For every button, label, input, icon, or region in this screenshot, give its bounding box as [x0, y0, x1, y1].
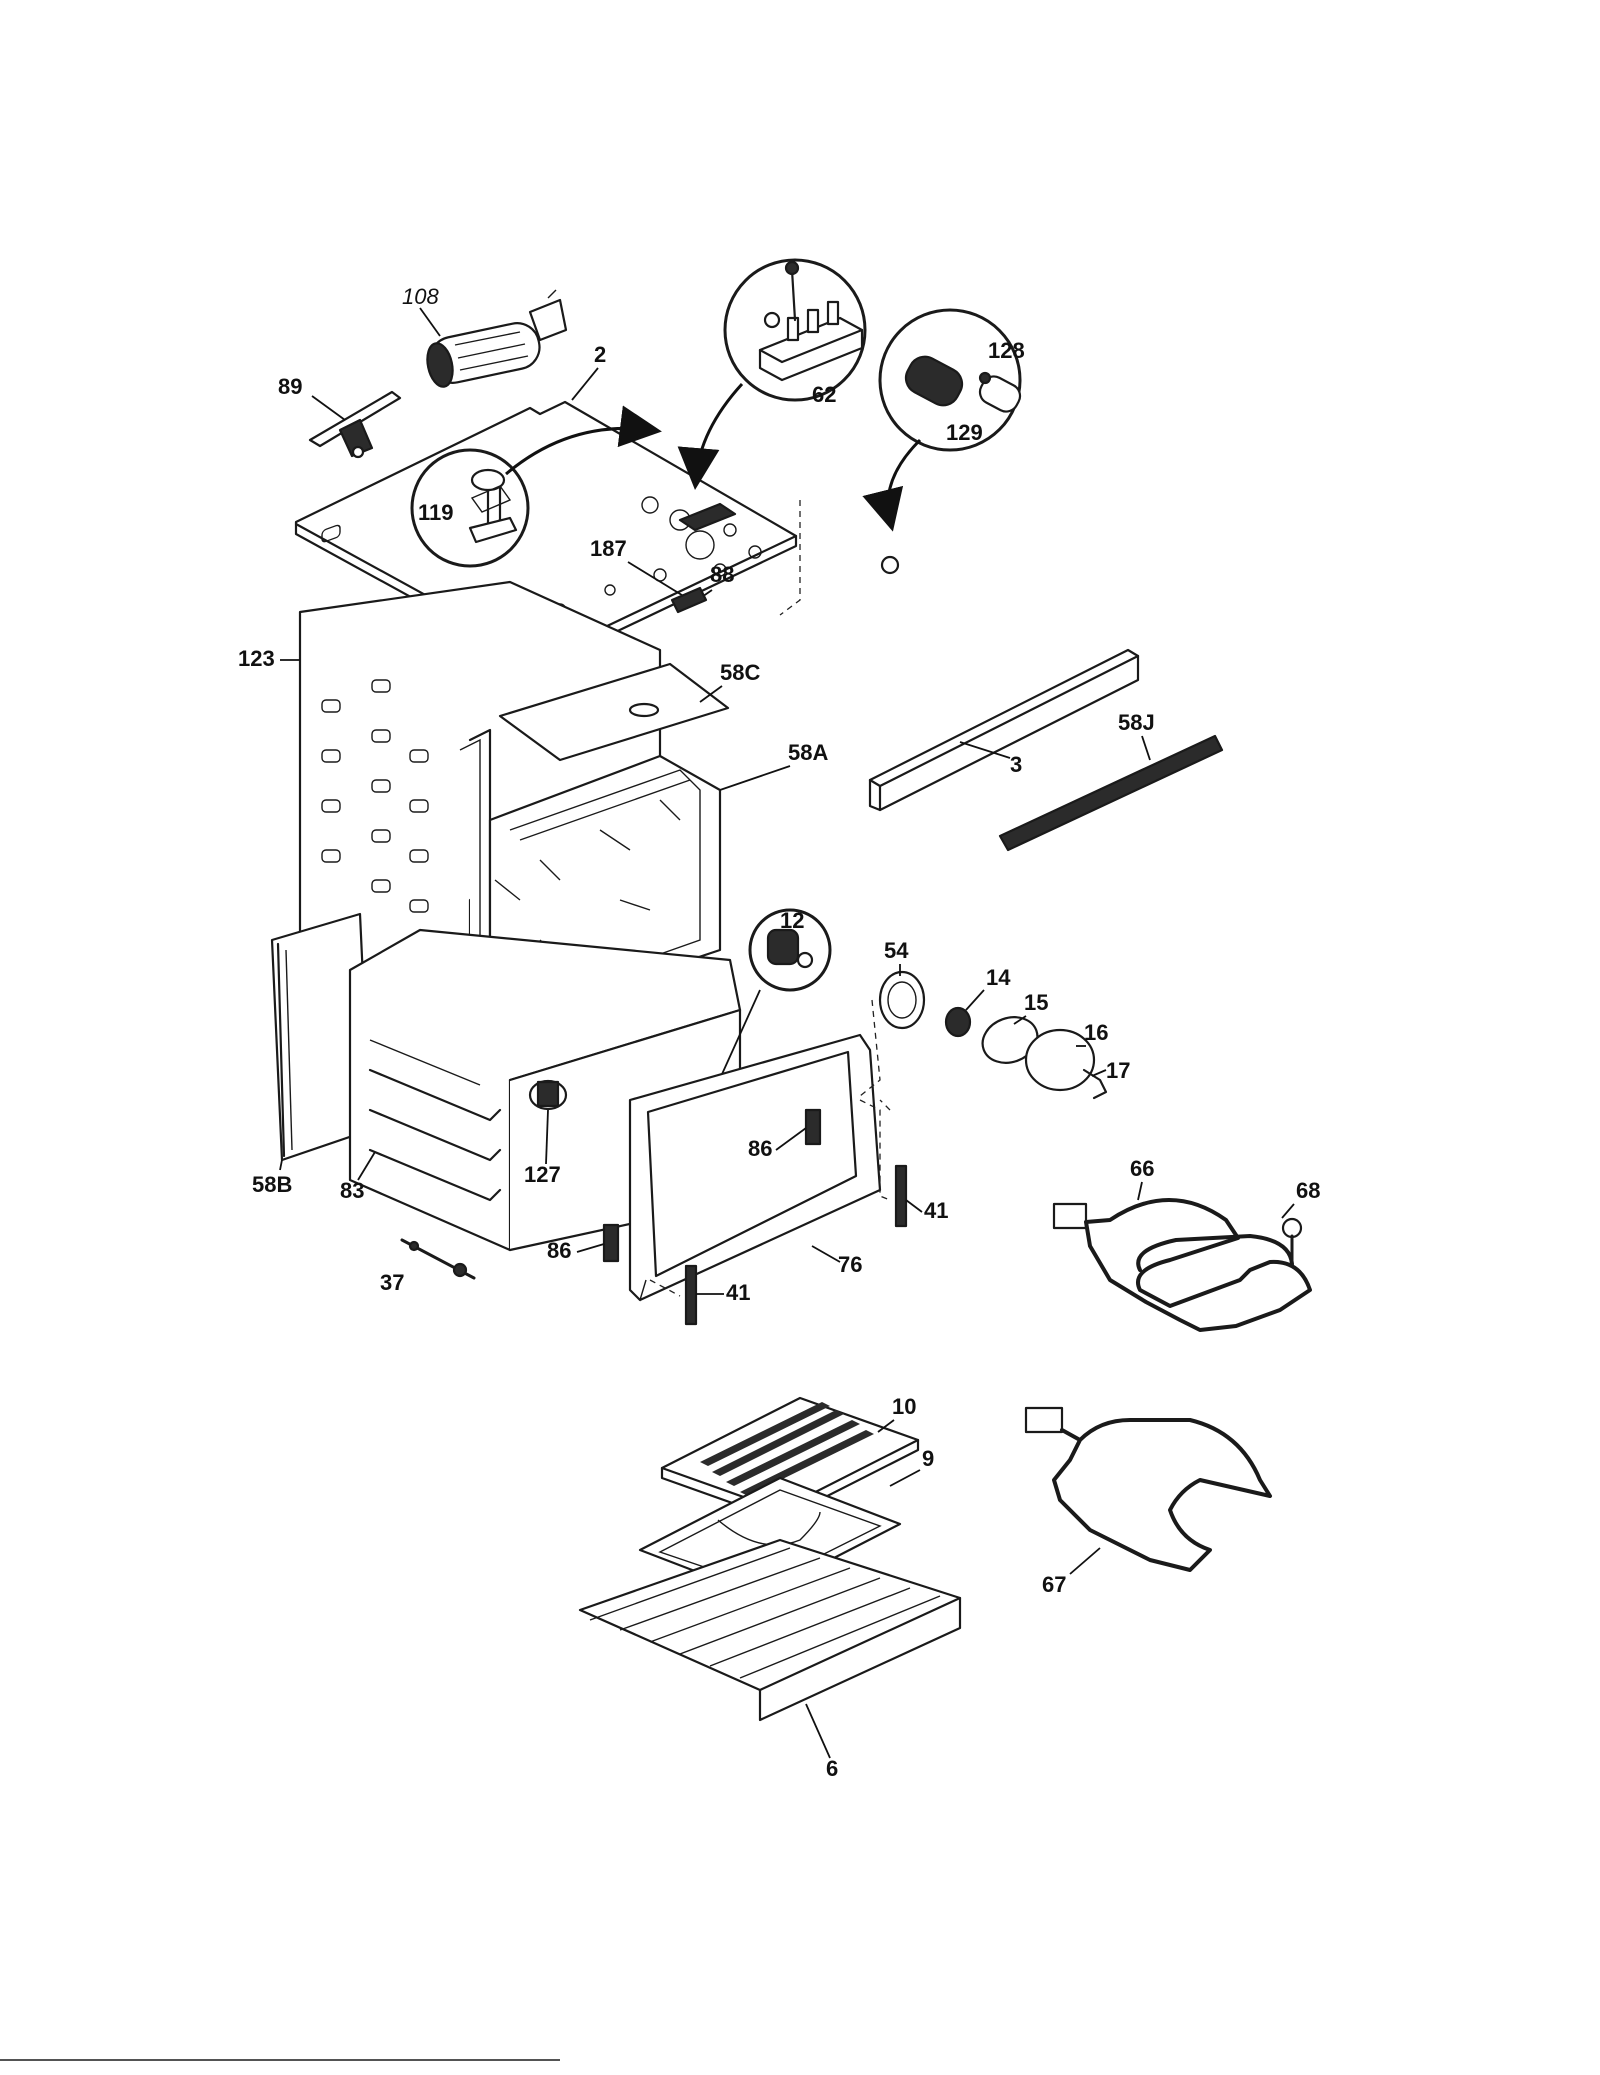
- detail-inset-12: [748, 908, 832, 992]
- oven-rack-part: [578, 1538, 962, 1722]
- callout-58J: 58J: [1118, 710, 1155, 735]
- gasket-strip-part: [998, 734, 1224, 852]
- callout-66: 66: [1130, 1156, 1154, 1181]
- callout-37: 37: [380, 1270, 404, 1295]
- callout-88: 88: [710, 562, 734, 587]
- sensor-part: [528, 1079, 568, 1111]
- hinge-part-upper: [804, 1108, 822, 1146]
- callout-41-left: 41: [726, 1280, 750, 1305]
- callout-123: 123: [238, 646, 275, 671]
- hinge-receptacle-right: [894, 1164, 908, 1228]
- callout-128: 128: [988, 338, 1025, 363]
- callout-6: 6: [826, 1756, 838, 1781]
- insulation-top-part: [498, 662, 730, 762]
- callout-127: 127: [524, 1162, 561, 1187]
- detail-inset-62: [723, 258, 867, 402]
- light-bulb-assembly: [878, 970, 1108, 1100]
- callout-108: 108: [402, 284, 439, 309]
- callout-119: 119: [418, 500, 454, 525]
- probe-part: [400, 1238, 476, 1280]
- callout-129: 129: [946, 420, 983, 445]
- hinge-receptacle-left: [684, 1264, 698, 1326]
- callout-3: 3: [1010, 752, 1022, 777]
- callout-9: 9: [922, 1446, 934, 1471]
- blower-fan-part: [426, 289, 568, 388]
- callout-83: 83: [340, 1178, 364, 1203]
- bake-element-part: [1052, 1198, 1312, 1332]
- callout-67: 67: [1042, 1572, 1066, 1597]
- detail-inset-119: [410, 448, 530, 568]
- callout-58B: 58B: [252, 1172, 292, 1197]
- detail-inset-128-129: [878, 308, 1022, 452]
- callout-16: 16: [1084, 1020, 1108, 1045]
- callout-68: 68: [1296, 1178, 1320, 1203]
- callout-2: 2: [594, 342, 606, 367]
- callout-15: 15: [1024, 990, 1048, 1015]
- callout-10: 10: [892, 1394, 916, 1419]
- screw-part: [1281, 1217, 1303, 1262]
- callout-41-right: 41: [924, 1198, 948, 1223]
- callout-54: 54: [884, 938, 909, 963]
- hinge-part-lower: [602, 1223, 620, 1263]
- callout-187: 187: [590, 536, 627, 561]
- trim-rail-part: [868, 648, 1140, 812]
- callout-58A: 58A: [788, 740, 828, 765]
- callout-62: 62: [812, 382, 836, 407]
- callout-17: 17: [1106, 1058, 1130, 1083]
- vent-slots: [321, 524, 429, 913]
- callout-12: 12: [780, 908, 804, 933]
- callout-86-lower: 86: [547, 1238, 571, 1263]
- callout-76: 76: [838, 1252, 862, 1277]
- bracket-part: [308, 390, 402, 459]
- callout-86-upper: 86: [748, 1136, 772, 1161]
- callout-89: 89: [278, 374, 302, 399]
- callout-14: 14: [986, 965, 1011, 990]
- callout-58C: 58C: [720, 660, 760, 685]
- broil-element-part: [1024, 1406, 1272, 1572]
